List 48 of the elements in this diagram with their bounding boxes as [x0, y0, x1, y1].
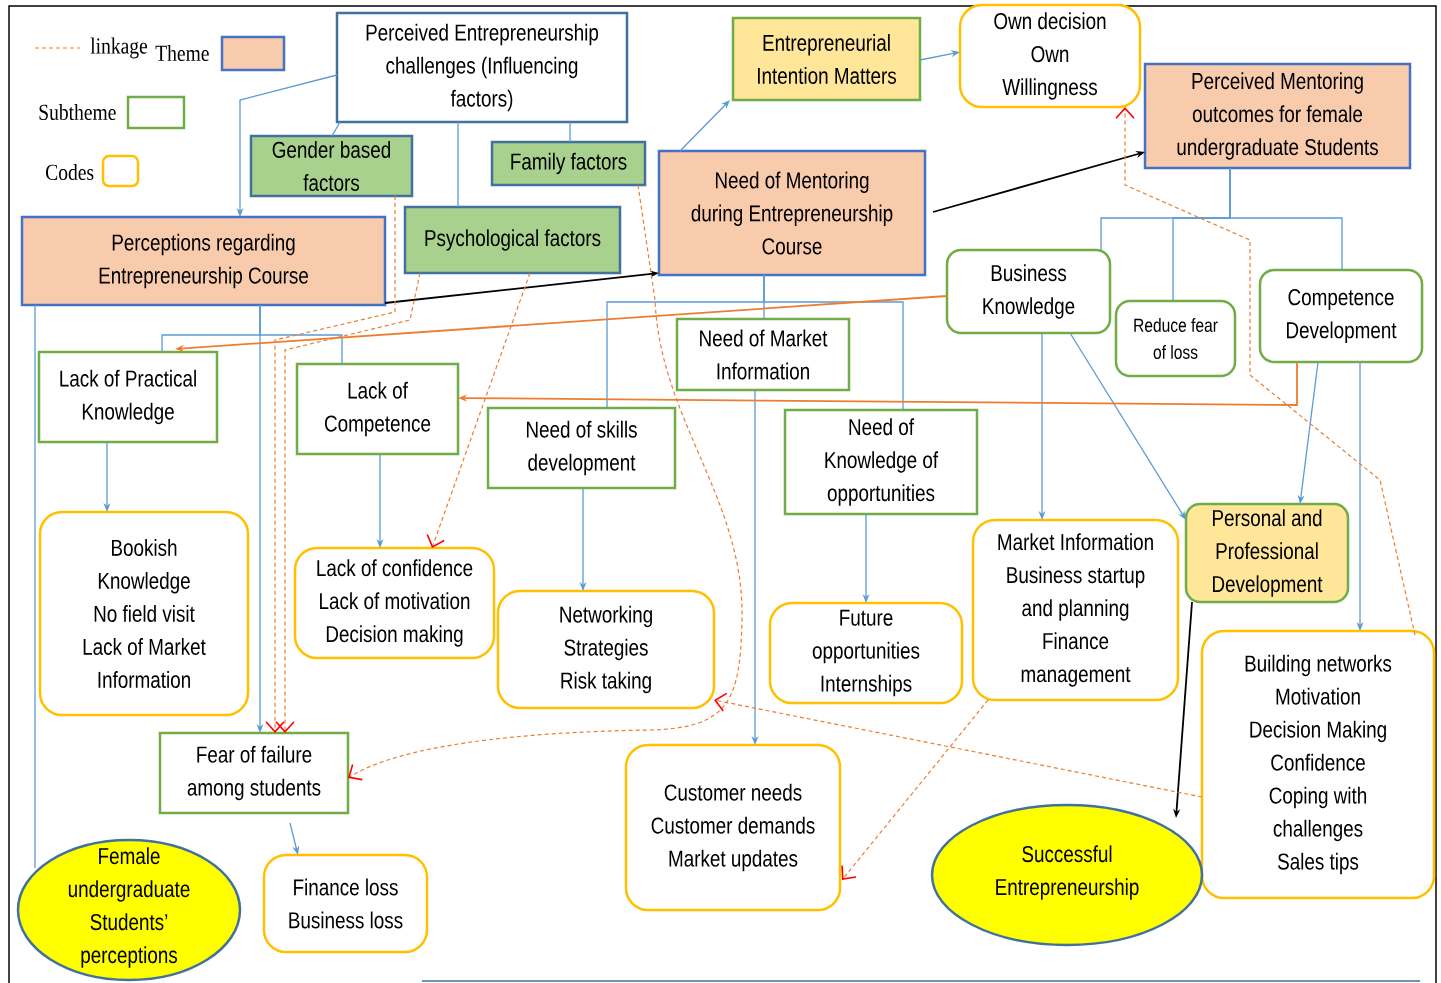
connector [569, 121, 571, 143]
connector [1229, 167, 1343, 271]
connector [457, 121, 459, 208]
theme-box: Need of Mentoring during Entrepreneurship Course [657, 149, 927, 277]
code-box: Future opportunities Internships [768, 601, 964, 705]
heading-box: Perceived Entrepreneurship challenges (Influencing factors) [335, 11, 629, 124]
legend-label: Theme [155, 44, 209, 62]
subtheme-box: Lack of Competence [295, 362, 460, 456]
connector [426, 272, 531, 548]
connector [331, 121, 341, 137]
connector [763, 274, 904, 411]
connector [1069, 332, 1186, 520]
legend-label: linkage [90, 37, 148, 59]
legend-label: Codes [46, 163, 94, 181]
connector [348, 184, 743, 781]
code-box: Networking Strategies Risk taking [496, 589, 716, 710]
connector [1115, 107, 1416, 636]
subtheme-box: Entrepreneurial Intention Matters [731, 16, 922, 102]
connector [841, 699, 989, 880]
connector [275, 272, 421, 733]
connector [34, 304, 36, 869]
subtheme-box: Need of Market Information [675, 317, 851, 392]
theme-box: Perceived Mentoring outcomes for female undergraduate Students [1143, 62, 1412, 170]
oval: Female undergraduate Students’ perceptions [16, 838, 242, 982]
code-box: Market Information Business startup and planning Finance management [971, 518, 1180, 702]
code-box: Own decision Own Willingness [958, 3, 1142, 109]
subtheme-box: Lack of Practical Knowledge [37, 350, 219, 444]
subtheme-box: Need of Knowledge of opportunities [783, 408, 979, 516]
subtheme-box: Psychological factors [403, 205, 622, 275]
connector [679, 100, 730, 152]
code-box: Lack of confidence Lack of motivation Decision making [293, 546, 496, 660]
code-box: Customer needs Customer demands Market updates [624, 743, 842, 912]
legend-label: Subtheme [39, 103, 116, 121]
code-box: Finance loss Business loss [262, 853, 429, 954]
connector [714, 692, 1203, 798]
subtheme-box: Gender based factors [249, 134, 414, 198]
subtheme-box: Family factors [490, 140, 647, 187]
subtheme-box: Need of skills development [486, 406, 677, 490]
oval: Successful Entrepreneurship [930, 803, 1204, 947]
subtheme-box: Business Knowledge [945, 248, 1112, 335]
subtheme-box: Reduce fear of loss [1114, 299, 1237, 378]
connector [265, 195, 396, 733]
subtheme-box: Personal and Professional Development [1184, 502, 1350, 604]
subtheme-box: Fear of failure among students [158, 731, 350, 815]
theme-box: Perceptions regarding Entrepreneurship Course [20, 215, 387, 307]
code-box: Bookish Knowledge No field visit Lack of Market Information [38, 510, 250, 717]
code-box: Building networks Motivation Decision Making Confidence Coping with challenges Sales tips [1200, 629, 1436, 900]
subtheme-box: Competence Development [1258, 268, 1424, 364]
